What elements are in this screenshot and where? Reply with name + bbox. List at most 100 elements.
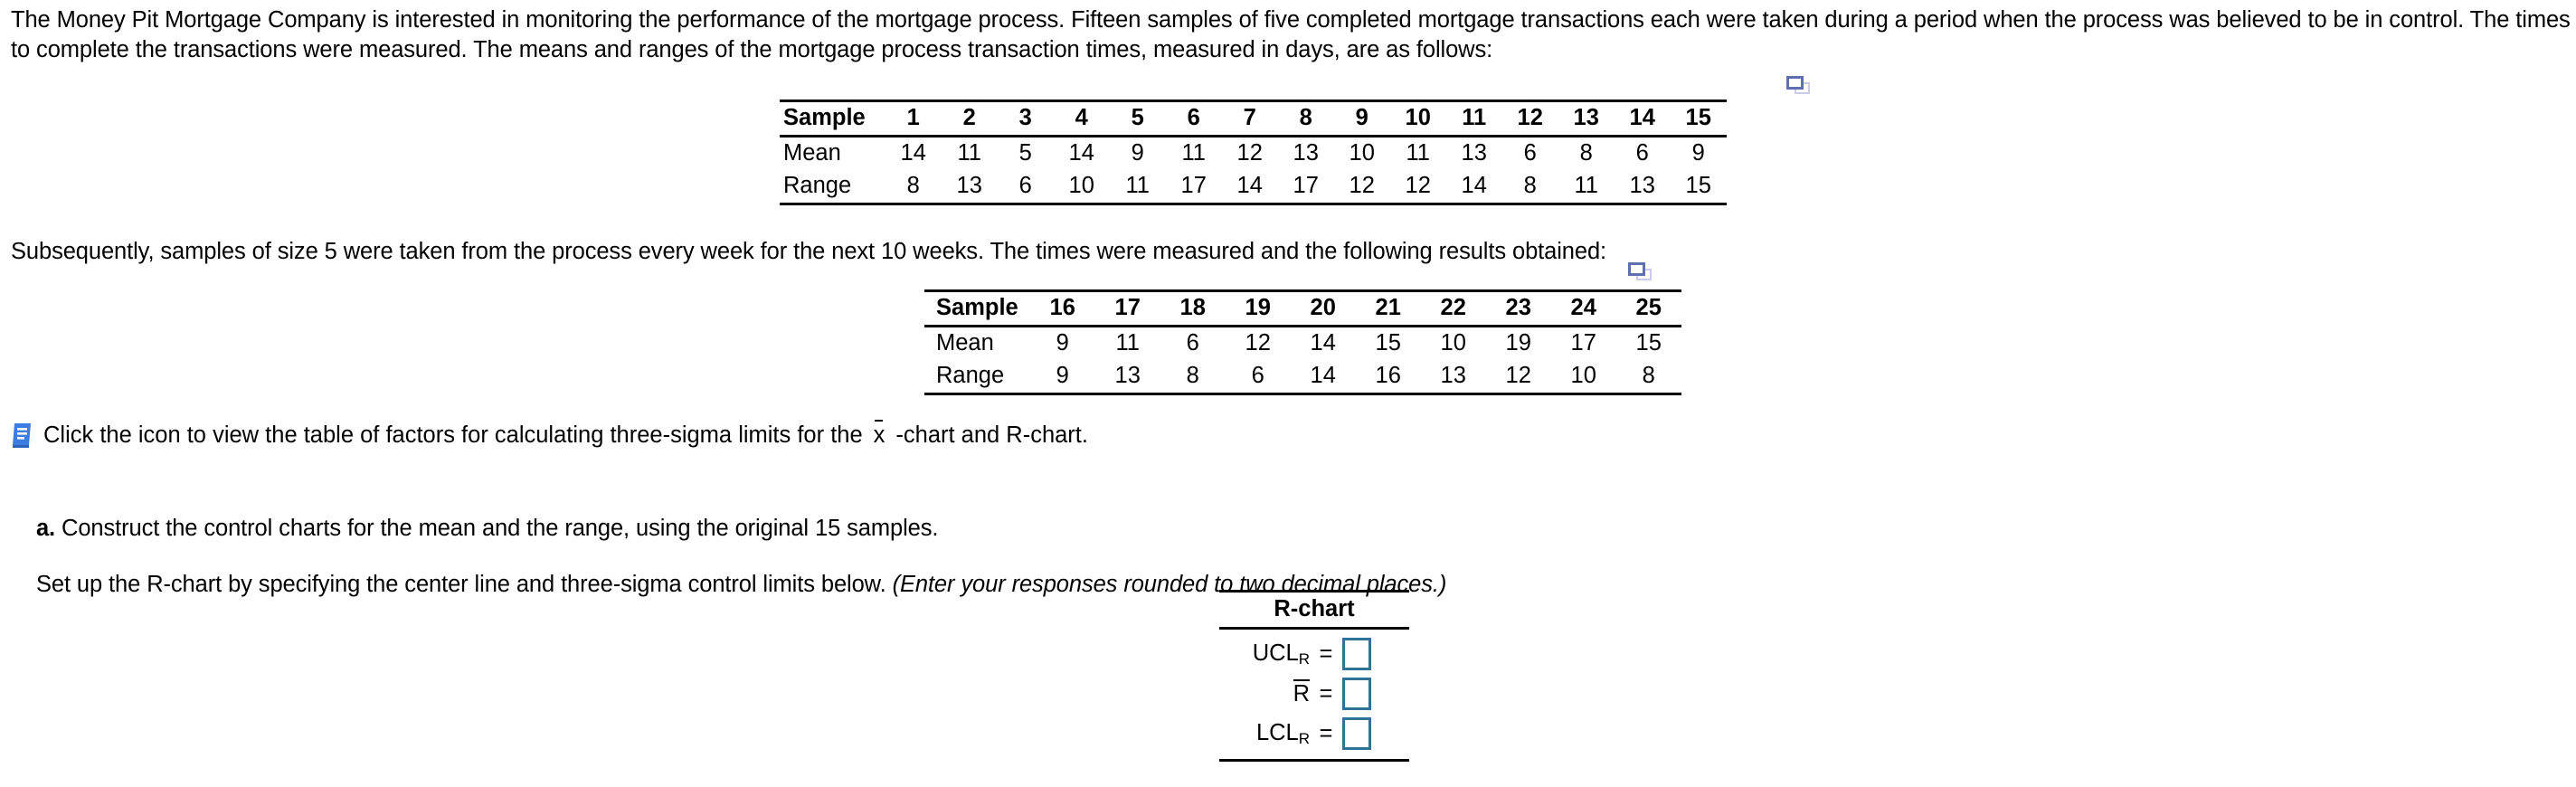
table2-col-16: 16 xyxy=(1029,289,1095,327)
part-a-line: a. Construct the control charts for the … xyxy=(11,484,939,574)
ucl-label-main: UCL xyxy=(1252,640,1299,666)
icon-line-text-before: Click the icon to view the table of fact… xyxy=(43,422,863,448)
table2-row0-v7: 10 xyxy=(1440,330,1466,356)
table2-row0-v2: 11 xyxy=(1115,330,1140,356)
ucl-input[interactable] xyxy=(1342,638,1371,670)
table2-row0-v4: 12 xyxy=(1245,330,1271,356)
table2-col-25: 25 xyxy=(1615,289,1681,327)
rchart-row-rbar: R = xyxy=(1219,674,1409,714)
table1-row0-v4: 14 xyxy=(1068,140,1094,166)
table1-row0-v2: 11 xyxy=(957,140,981,166)
table2-col-17: 17 xyxy=(1094,289,1160,327)
table1-row0-v15: 9 xyxy=(1691,140,1705,166)
rbar-input[interactable] xyxy=(1342,678,1371,710)
table-row: Range 9 13 8 6 14 16 13 12 10 8 xyxy=(924,360,1681,395)
table2-col-22: 22 xyxy=(1420,289,1486,327)
table2-row0-v9: 17 xyxy=(1570,330,1596,356)
table2-row1-v6: 16 xyxy=(1355,360,1421,395)
table1-row1-v14: 13 xyxy=(1614,170,1671,205)
table1-header-label: Sample xyxy=(780,100,886,137)
table1-row1-label: Range xyxy=(780,170,886,205)
table2-row1-v9: 10 xyxy=(1550,360,1616,395)
ucl-label: UCLR xyxy=(1219,640,1310,668)
view-factors-table-line[interactable]: Click the icon to view the table of fact… xyxy=(11,419,1088,449)
x-bar-symbol: x xyxy=(873,419,886,448)
second-paragraph: Subsequently, samples of size 5 were tak… xyxy=(11,239,1607,264)
table1-col-12: 12 xyxy=(1501,100,1558,137)
lcl-label: LCLR xyxy=(1219,720,1310,748)
table2-row1-v4: 6 xyxy=(1225,360,1291,395)
table1-col-4: 4 xyxy=(1053,100,1110,137)
table1-col-11: 11 xyxy=(1445,100,1502,137)
table2-row1-v8: 12 xyxy=(1485,360,1551,395)
table1-row1-v7: 14 xyxy=(1221,170,1278,205)
samples-16-25-table: Sample 16 17 18 19 20 21 22 23 24 25 Mea… xyxy=(924,289,1681,395)
table2-header-label: Sample xyxy=(924,289,1030,327)
icon-line-text-after: -chart and R-chart. xyxy=(895,422,1088,448)
rchart-answer-block: R-chart UCLR = R = LCLR = xyxy=(1219,590,1409,762)
table1-row1-v4: 10 xyxy=(1053,170,1110,205)
table2-row0-label: Mean xyxy=(936,330,994,356)
lcl-equals: = xyxy=(1319,720,1333,746)
table1-col-6: 6 xyxy=(1165,100,1222,137)
table1-row1-v12: 8 xyxy=(1501,170,1558,205)
table2-row1-v1: 9 xyxy=(1029,360,1095,395)
lcl-input[interactable] xyxy=(1342,717,1371,750)
table1-col-13: 13 xyxy=(1558,100,1615,137)
table2-row1-v5: 14 xyxy=(1290,360,1356,395)
setup-italic-note: (Enter your responses rounded to two dec… xyxy=(892,572,1447,597)
ucl-label-sub: R xyxy=(1298,650,1310,668)
popout-table-icon-2[interactable] xyxy=(1628,262,1652,280)
table2-row0-v6: 15 xyxy=(1375,330,1401,356)
table2-row0-v10: 15 xyxy=(1635,330,1662,356)
popout-front-rect xyxy=(1786,76,1804,90)
setup-text: Set up the R-chart by specifying the cen… xyxy=(35,572,893,597)
rbar-equals: = xyxy=(1319,680,1333,706)
rchart-rows: UCLR = R = LCLR = xyxy=(1219,630,1409,762)
table1-col-2: 2 xyxy=(941,100,998,137)
rchart-row-lcl: LCLR = xyxy=(1219,714,1409,754)
table1-col-3: 3 xyxy=(997,100,1054,137)
table2-col-23: 23 xyxy=(1485,289,1551,327)
table1-row0-v13: 8 xyxy=(1579,140,1593,166)
table1-row1-v9: 12 xyxy=(1333,170,1390,205)
table1-row0-v10: 11 xyxy=(1406,140,1430,166)
table2-row0-v5: 14 xyxy=(1310,330,1336,356)
table1-row0-v9: 10 xyxy=(1349,140,1375,166)
table2-row0-v1: 9 xyxy=(1056,330,1069,356)
part-a-text: Construct the control charts for the mea… xyxy=(55,516,939,541)
table1-col-15: 15 xyxy=(1670,100,1727,137)
table1-row1-v13: 11 xyxy=(1558,170,1615,205)
rchart-title: R-chart xyxy=(1219,590,1409,630)
table1-row1-v11: 14 xyxy=(1445,170,1502,205)
setup-instruction-line: Set up the R-chart by specifying the cen… xyxy=(11,540,1446,630)
table1-row0-v5: 9 xyxy=(1131,140,1144,166)
table1-row1-v1: 8 xyxy=(885,170,942,205)
popout-front-rect xyxy=(1628,262,1645,276)
popout-table-icon-1[interactable] xyxy=(1786,76,1810,94)
table1-row1-v5: 11 xyxy=(1109,170,1166,205)
table1-col-9: 9 xyxy=(1333,100,1390,137)
lcl-label-sub: R xyxy=(1298,729,1310,747)
table1-row0-v7: 12 xyxy=(1236,140,1263,166)
table-header-row: Sample 16 17 18 19 20 21 22 23 24 25 xyxy=(924,289,1681,327)
table1-row0-v8: 13 xyxy=(1293,140,1319,166)
table1-row0-v12: 6 xyxy=(1523,140,1537,166)
rbar-label: R xyxy=(1219,678,1311,707)
lcl-label-main: LCL xyxy=(1255,719,1299,745)
table1-row1-v2: 13 xyxy=(941,170,998,205)
table1-row1-v6: 17 xyxy=(1165,170,1222,205)
table2-row1-v3: 8 xyxy=(1160,360,1226,395)
table2-row1-v2: 13 xyxy=(1094,360,1160,395)
part-a-letter: a. xyxy=(35,516,56,541)
table2-col-24: 24 xyxy=(1550,289,1616,327)
table-row: Mean 14 11 5 14 9 11 12 13 10 11 13 6 8 … xyxy=(780,137,1727,171)
table1-col-10: 10 xyxy=(1389,100,1446,137)
table-row: Range 8 13 6 10 11 17 14 17 12 12 14 8 1… xyxy=(780,170,1727,205)
table2-col-20: 20 xyxy=(1290,289,1356,327)
table2-row1-label: Range xyxy=(924,360,1030,395)
book-icon[interactable] xyxy=(11,422,33,449)
intro-paragraph: The Money Pit Mortgage Company is intere… xyxy=(11,7,2571,62)
table1-row0-v1: 14 xyxy=(900,140,926,166)
rbar-label-main: R xyxy=(1293,678,1311,706)
